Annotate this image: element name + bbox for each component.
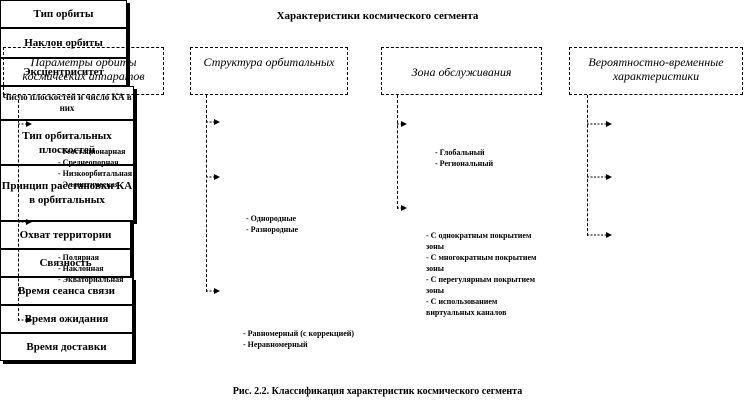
box-orbit-type-label: Тип орбиты <box>33 8 94 20</box>
box-orbit-inclination: Наклон орбиты <box>0 28 127 58</box>
list-item: - Низкоорбитальная <box>58 169 133 178</box>
list-connectivity: - С однократным покрытием зоны - С много… <box>426 230 546 318</box>
box-orbit-type: Тип орбиты <box>0 0 127 28</box>
box-placement-principle: Принцип расстановки КА в орбитальных <box>0 165 134 221</box>
list-item: - С использованием виртуальных каналов <box>426 297 507 317</box>
list-item: - С многократным покрытием зоны <box>426 253 537 273</box>
list-item: - Глобальный <box>435 148 485 157</box>
box-session-time-label: Время сеанса связи <box>18 285 115 297</box>
header-orbital-structure-label: Структура орбитальных <box>203 55 335 69</box>
list-item: - Разнородные <box>246 225 299 234</box>
box-territory-coverage-label: Охват территории <box>19 229 112 241</box>
box-waiting-time-label: Время ожидания <box>24 313 109 325</box>
box-delivery-time: Время доставки <box>0 333 133 361</box>
list-item: - Среднеопорная <box>58 158 119 167</box>
list-item: - Эллиптическая <box>58 180 120 189</box>
list-item: - Равномерный (с коррекцией) <box>243 329 355 338</box>
box-plane-type: Тип орбитальных плоскостей <box>0 120 134 165</box>
header-orbital-structure: Структура орбитальных <box>190 47 348 95</box>
box-eccentricity-label: Эксцентриситет <box>23 66 104 78</box>
box-territory-coverage: Охват территории <box>0 221 131 249</box>
box-connectivity-label: Связность <box>39 257 92 269</box>
diagram-title: Характеристики космического сегмента <box>276 10 479 22</box>
list-orbit-inclination: - Полярная - Наклонная - Экваториальная <box>58 252 123 285</box>
list-placement-principle: - Равномерный (с коррекцией) - Неравноме… <box>243 328 354 350</box>
list-item: - Однородные <box>246 214 297 223</box>
list-item: - Полярная <box>58 253 99 262</box>
header-orbit-parameters: Параметры орбиты космических аппаратов <box>3 47 164 95</box>
box-session-time: Время сеанса связи <box>0 277 133 305</box>
header-service-zone-label: Зона обслуживания <box>411 65 512 79</box>
list-plane-type: - Однородные - Разнородные <box>246 213 298 235</box>
box-plane-type-label: Тип орбитальных плоскостей <box>22 129 112 156</box>
list-item: - С однократным покрытием зоны <box>426 231 532 251</box>
box-connectivity: Связность <box>0 249 131 277</box>
list-item: - Экваториальная <box>58 275 124 284</box>
header-probabilistic-time: Вероятностно-временные характеристики <box>569 47 743 95</box>
list-territory-coverage: - Глобальный - Региональный <box>435 147 493 169</box>
list-item: - Неравномерный <box>243 340 308 349</box>
box-waiting-time: Время ожидания <box>0 305 133 333</box>
connector-vertical <box>587 95 588 236</box>
connector-vertical <box>206 95 207 292</box>
list-item: - Геостационарная <box>58 147 126 156</box>
list-orbit-type: - Геостационарная - Среднеопорная - Низк… <box>58 146 132 190</box>
list-item: - Региональный <box>435 159 494 168</box>
header-service-zone: Зона обслуживания <box>381 47 542 95</box>
box-placement-principle-label: Принцип расстановки КА в орбитальных <box>1 180 133 206</box>
box-delivery-time-label: Время доставки <box>26 341 107 353</box>
box-orbit-inclination-label: Наклон орбиты <box>24 37 103 49</box>
box-planes-count: Число плоскостей и число КА в них <box>0 86 134 120</box>
connector-vertical <box>18 95 19 321</box>
header-probabilistic-time-label: Вероятностно-временные характеристики <box>588 55 724 83</box>
figure-caption: Рис. 2.2. Классификация характеристик ко… <box>232 386 523 397</box>
box-eccentricity: Эксцентриситет <box>0 58 127 86</box>
list-item: - Наклонная <box>58 264 104 273</box>
header-orbit-parameters-label: Параметры орбиты космических аппаратов <box>22 55 145 83</box>
connector-vertical <box>397 95 398 209</box>
box-planes-count-label: Число плоскостей и число КА в них <box>2 92 132 113</box>
list-item: - С перегулярным покрытием зоны <box>426 275 536 295</box>
